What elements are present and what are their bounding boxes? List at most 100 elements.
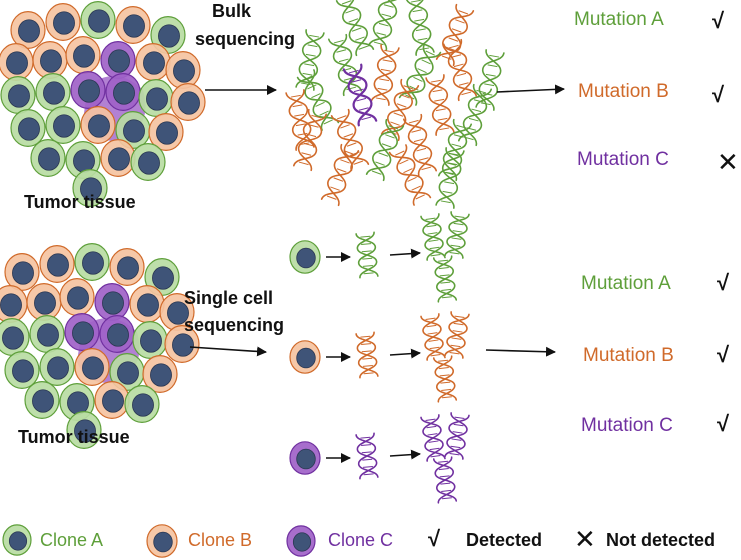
single-cell-row-c	[289, 412, 470, 504]
cell-clone-a	[30, 139, 66, 177]
cell-clone-a	[2, 524, 32, 556]
arrow	[389, 248, 421, 259]
cell-clone-b	[0, 43, 34, 81]
cell-clone-b	[65, 36, 101, 74]
dna-helix	[370, 44, 400, 106]
cell-clone-b	[135, 43, 171, 81]
cell-clone-c	[99, 315, 135, 353]
dna-helix	[380, 78, 420, 142]
cell-clone-b	[129, 285, 165, 323]
cell-clone-a	[109, 353, 145, 391]
dna-helix	[438, 118, 472, 182]
cell-clone-a	[0, 76, 36, 114]
dna-helix	[432, 456, 458, 504]
dna-helix	[444, 311, 470, 359]
cell-clone-b	[170, 83, 206, 121]
cell-clone-b	[289, 340, 321, 374]
dna-helix	[403, 113, 437, 177]
dna-helix	[420, 414, 446, 462]
dna-helix	[458, 83, 492, 147]
dna-helix	[435, 147, 465, 209]
cell-clone-a	[29, 315, 65, 353]
legend-not-detected-label: Not detected	[606, 530, 716, 550]
cross-icon: ✕	[717, 147, 739, 177]
dna-helix	[388, 144, 432, 206]
cell-clone-a	[24, 381, 60, 419]
dna-helix	[398, 44, 442, 106]
cell-clone-b	[59, 278, 95, 316]
cell-clone-b	[4, 253, 40, 291]
dna-helix	[432, 355, 458, 403]
dna-helix	[285, 89, 315, 151]
dna-helix	[355, 331, 379, 379]
cell-clone-b	[115, 6, 151, 44]
bulk-method-label-1: Bulk	[212, 1, 252, 21]
cell-clone-c	[289, 441, 321, 475]
dna-helix	[420, 313, 446, 361]
check-icon: √	[712, 8, 725, 33]
cell-clone-a	[35, 73, 71, 111]
single-cell-method-label-1: Single cell	[184, 288, 274, 308]
arrow	[389, 449, 421, 460]
cell-clone-c	[286, 525, 316, 557]
cell-clone-c	[105, 73, 141, 111]
single-cell-method-label-2: sequencing	[184, 315, 285, 335]
bulk-method-label-2: sequencing	[195, 29, 296, 49]
legend-clone-c-label: Clone C	[328, 530, 394, 550]
dna-helix	[432, 255, 458, 303]
dna-helix	[420, 213, 446, 261]
dna-helix	[293, 108, 327, 172]
bulk-tissue-label: Tumor tissue	[24, 192, 136, 212]
check-icon: √	[717, 342, 730, 367]
cell-clone-a	[150, 16, 186, 54]
check-icon: √	[717, 270, 730, 295]
single-cell-mutation-a-label: Mutation A	[581, 273, 671, 294]
dna-helix	[342, 63, 378, 127]
cell-clone-b	[10, 11, 46, 49]
dna-helix	[443, 38, 477, 102]
single-cell-mutation-c-label: Mutation C	[581, 415, 673, 436]
cross-icon: ✕	[574, 524, 596, 554]
dna-helix	[444, 211, 470, 259]
cell-clone-a	[72, 169, 108, 207]
cell-clone-a	[138, 79, 174, 117]
arrow	[496, 84, 565, 95]
check-icon: √	[428, 526, 441, 551]
dna-helix	[425, 74, 455, 136]
cell-clone-c	[94, 283, 130, 321]
cell-clone-a	[132, 321, 168, 359]
single-cell-row-b	[289, 311, 470, 403]
cell-clone-b	[80, 106, 116, 144]
legend-cell-icons	[2, 524, 316, 558]
dna-helix	[296, 69, 340, 131]
cell-clone-b	[32, 41, 68, 79]
single-cell-mutation-b-label: Mutation B	[583, 345, 674, 366]
cell-clone-a	[144, 258, 180, 296]
cell-clone-b	[45, 3, 81, 41]
cell-clone-b	[146, 524, 178, 558]
dna-helix	[405, 0, 435, 56]
cell-clone-c	[64, 313, 100, 351]
dna-helix	[355, 432, 379, 480]
cell-clone-a	[10, 109, 46, 147]
dna-helix	[328, 33, 362, 97]
cell-clone-b	[100, 139, 136, 177]
cell-clone-b	[159, 293, 195, 331]
cell-clone-a	[45, 106, 81, 144]
dna-helix	[444, 412, 470, 460]
tumor-tissue-bottom	[0, 243, 200, 449]
legend-detected-label: Detected	[466, 530, 543, 550]
dna-helix	[435, 3, 475, 67]
cell-clone-a	[289, 240, 321, 274]
cell-clone-a	[0, 318, 30, 356]
cell-clone-b	[165, 51, 201, 89]
cell-clone-b	[148, 113, 184, 151]
bulk-mutation-c-label: Mutation C	[577, 149, 669, 170]
legend-clone-a-label: Clone A	[40, 530, 104, 550]
cell-clone-b	[39, 245, 75, 283]
check-icon: √	[717, 411, 730, 436]
dna-helix	[335, 0, 375, 57]
check-icon: √	[712, 82, 725, 107]
